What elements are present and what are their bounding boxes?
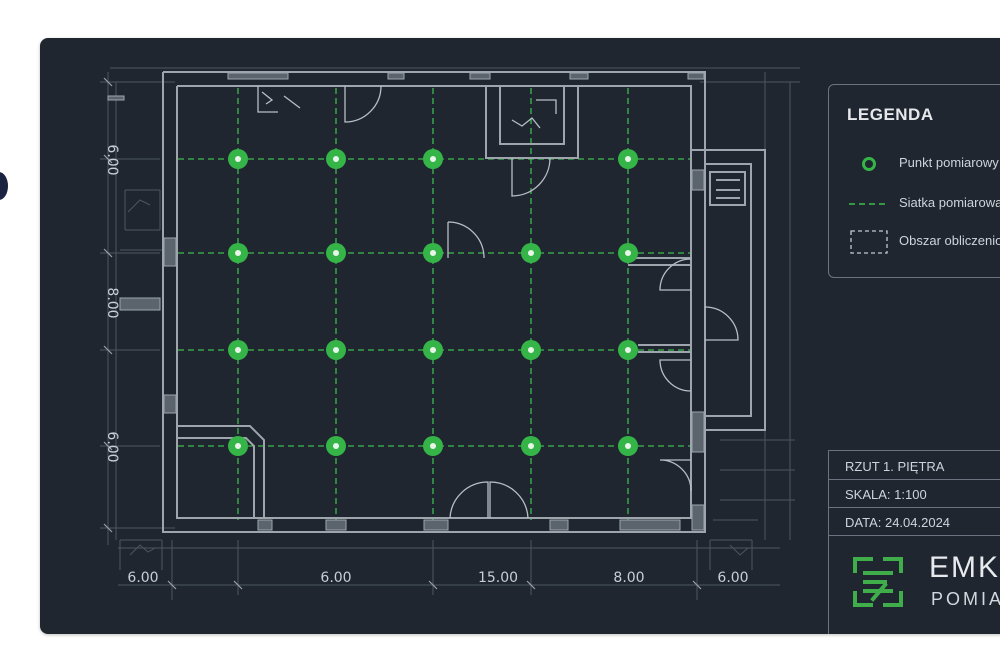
title-block-date: DATA: 24.04.2024 — [829, 509, 1000, 536]
title-block-drawing: RZUT 1. PIĘTRA — [829, 453, 1000, 480]
drawing-scale: SKALA: 1:100 — [845, 487, 927, 502]
legend-label-point: Punkt pomiarowy — [899, 155, 999, 170]
measurement-point — [228, 149, 248, 169]
floor-plan-panel: 6.00 8.00 6.00 6.00 6.00 15.00 8.00 6.00… — [40, 38, 1000, 634]
measurement-point — [618, 149, 638, 169]
title-block: RZUT 1. PIĘTRA SKALA: 1:100 DATA: 24.04.… — [828, 450, 1000, 634]
legend: LEGENDA Punkt pomiarowy Siatka pomiarowa… — [828, 84, 1000, 278]
drawing-date: DATA: 24.04.2024 — [845, 515, 951, 530]
measurement-point — [326, 149, 346, 169]
grid-line-icon — [849, 203, 889, 205]
measurement-point — [326, 243, 346, 263]
measurement-point — [423, 243, 443, 263]
measurement-point — [423, 149, 443, 169]
dim-vertical-3: 6.00 — [104, 431, 120, 462]
measurement-point — [618, 436, 638, 456]
doors — [257, 85, 739, 519]
dimension-ticks — [103, 77, 702, 590]
measurement-point — [326, 340, 346, 360]
dim-vertical-1: 6.00 — [104, 144, 120, 175]
measurement-point — [423, 436, 443, 456]
dim-horizontal-3: 15.00 — [478, 570, 518, 586]
drawing-name: RZUT 1. PIĘTRA — [845, 459, 945, 474]
measurement-point — [228, 436, 248, 456]
company-name: EMKA — [929, 551, 1000, 584]
dim-horizontal-5: 6.00 — [717, 570, 748, 586]
legend-item-grid: Siatka pomiarowa — [847, 191, 1000, 217]
measurement-point — [521, 243, 541, 263]
floor-plan-drawing: 6.00 8.00 6.00 6.00 6.00 15.00 8.00 6.00 — [100, 67, 800, 600]
measurement-point-icon — [862, 157, 876, 171]
company-subtitle: POMIARY — [931, 589, 1000, 609]
legend-title: LEGENDA — [847, 105, 934, 124]
dim-horizontal-4: 8.00 — [613, 570, 644, 586]
dim-horizontal-2: 6.00 — [320, 570, 351, 586]
measurement-point — [423, 340, 443, 360]
dim-vertical-2: 8.00 — [104, 287, 120, 318]
measurement-points — [228, 149, 638, 456]
measurement-point — [228, 340, 248, 360]
left-edge-dot — [0, 172, 8, 200]
dim-horizontal-1: 6.00 — [127, 570, 158, 586]
legend-item-area: Obszar obliczeniowy — [847, 229, 1000, 255]
legend-label-area: Obszar obliczeniowy — [899, 233, 1000, 248]
measurement-point — [618, 340, 638, 360]
window-blocks — [107, 72, 705, 531]
title-block-scale: SKALA: 1:100 — [829, 481, 1000, 508]
legend-label-grid: Siatka pomiarowa — [899, 195, 1000, 210]
measurement-point — [618, 243, 638, 263]
emka-logo-icon — [853, 557, 903, 607]
measurement-point — [521, 340, 541, 360]
area-box-icon — [850, 230, 888, 254]
measurement-point — [521, 436, 541, 456]
legend-item-point: Punkt pomiarowy — [847, 151, 1000, 177]
measurement-point — [228, 243, 248, 263]
measurement-point — [326, 436, 346, 456]
walls — [162, 71, 766, 533]
